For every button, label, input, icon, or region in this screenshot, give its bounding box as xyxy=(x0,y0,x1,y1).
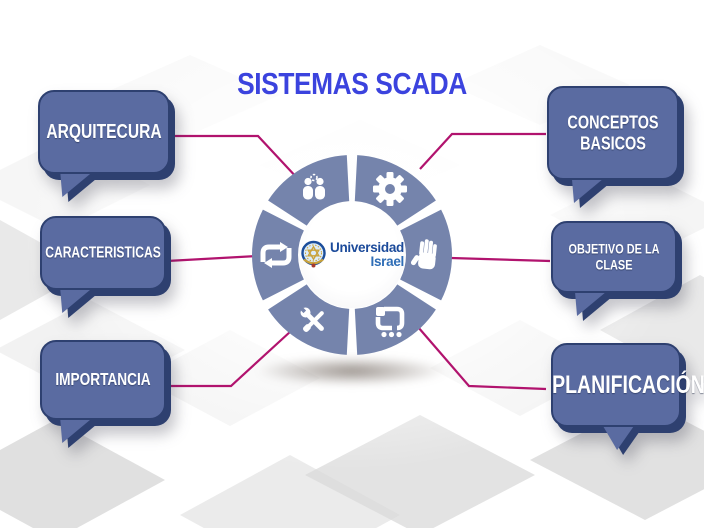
university-logo-text: Universidad Israel xyxy=(330,241,404,269)
connector-conceptos xyxy=(419,132,546,170)
bubble-objetivo-de-la-clase[interactable]: OBJETIVO DE LA CLASE xyxy=(551,221,682,321)
bubble-front: CARACTERISTICAS xyxy=(40,216,166,290)
page-title: SISTEMAS SCADA xyxy=(237,66,467,101)
bubble-caracteristicas[interactable]: CARACTERISTICAS xyxy=(40,216,171,318)
wheel-segment-tools[interactable] xyxy=(268,284,350,355)
connector-importancia xyxy=(167,330,292,388)
bubble-importancia[interactable]: IMPORTANCIA xyxy=(40,340,171,448)
connector-arquitectura xyxy=(172,134,300,181)
bubble-arquitectura[interactable]: ARQUITECURA xyxy=(38,90,175,202)
bubble-label: PLANIFICACIÓN xyxy=(552,371,704,399)
bubble-label: CARACTERISTICAS xyxy=(45,244,161,262)
scada-wheel xyxy=(252,155,452,355)
connector-planificacion xyxy=(417,326,547,391)
bubble-label: IMPORTANCIA xyxy=(55,369,151,390)
bubble-label: ARQUITECURA xyxy=(46,120,162,143)
bubble-front: CONCEPTOS BASICOS xyxy=(547,86,679,180)
flowchart-icon xyxy=(375,306,405,338)
wheel-shadow xyxy=(255,356,449,386)
bubble-front: PLANIFICACIÓN xyxy=(551,343,704,427)
bubble-label: CONCEPTOS BASICOS xyxy=(567,111,659,153)
logo-universidad: Universidad xyxy=(330,240,404,256)
connector-caracteristicas xyxy=(166,254,258,263)
hand-icon xyxy=(410,239,437,270)
gear-icon xyxy=(372,171,408,207)
bubble-front: ARQUITECURA xyxy=(38,90,170,174)
logo-israel: Israel xyxy=(370,254,405,269)
wheel-segment-sync[interactable] xyxy=(252,209,304,301)
bubble-planificacion[interactable]: PLANIFICACIÓN xyxy=(551,343,704,455)
wheel-center: Universidad Israel xyxy=(299,202,405,308)
sync-arrows-icon xyxy=(260,242,292,268)
university-logo-emblem xyxy=(301,240,326,268)
bubble-front: OBJETIVO DE LA CLASE xyxy=(551,221,677,293)
wheel-segment-flowchart[interactable] xyxy=(354,284,436,355)
people-group-icon xyxy=(303,173,325,200)
bubble-label: OBJETIVO DE LA CLASE xyxy=(568,240,660,272)
tools-icon xyxy=(299,306,324,332)
connector-objetivo xyxy=(450,256,551,263)
bubble-front: IMPORTANCIA xyxy=(40,340,166,420)
bubble-conceptos-basicos[interactable]: CONCEPTOS BASICOS xyxy=(547,86,684,208)
